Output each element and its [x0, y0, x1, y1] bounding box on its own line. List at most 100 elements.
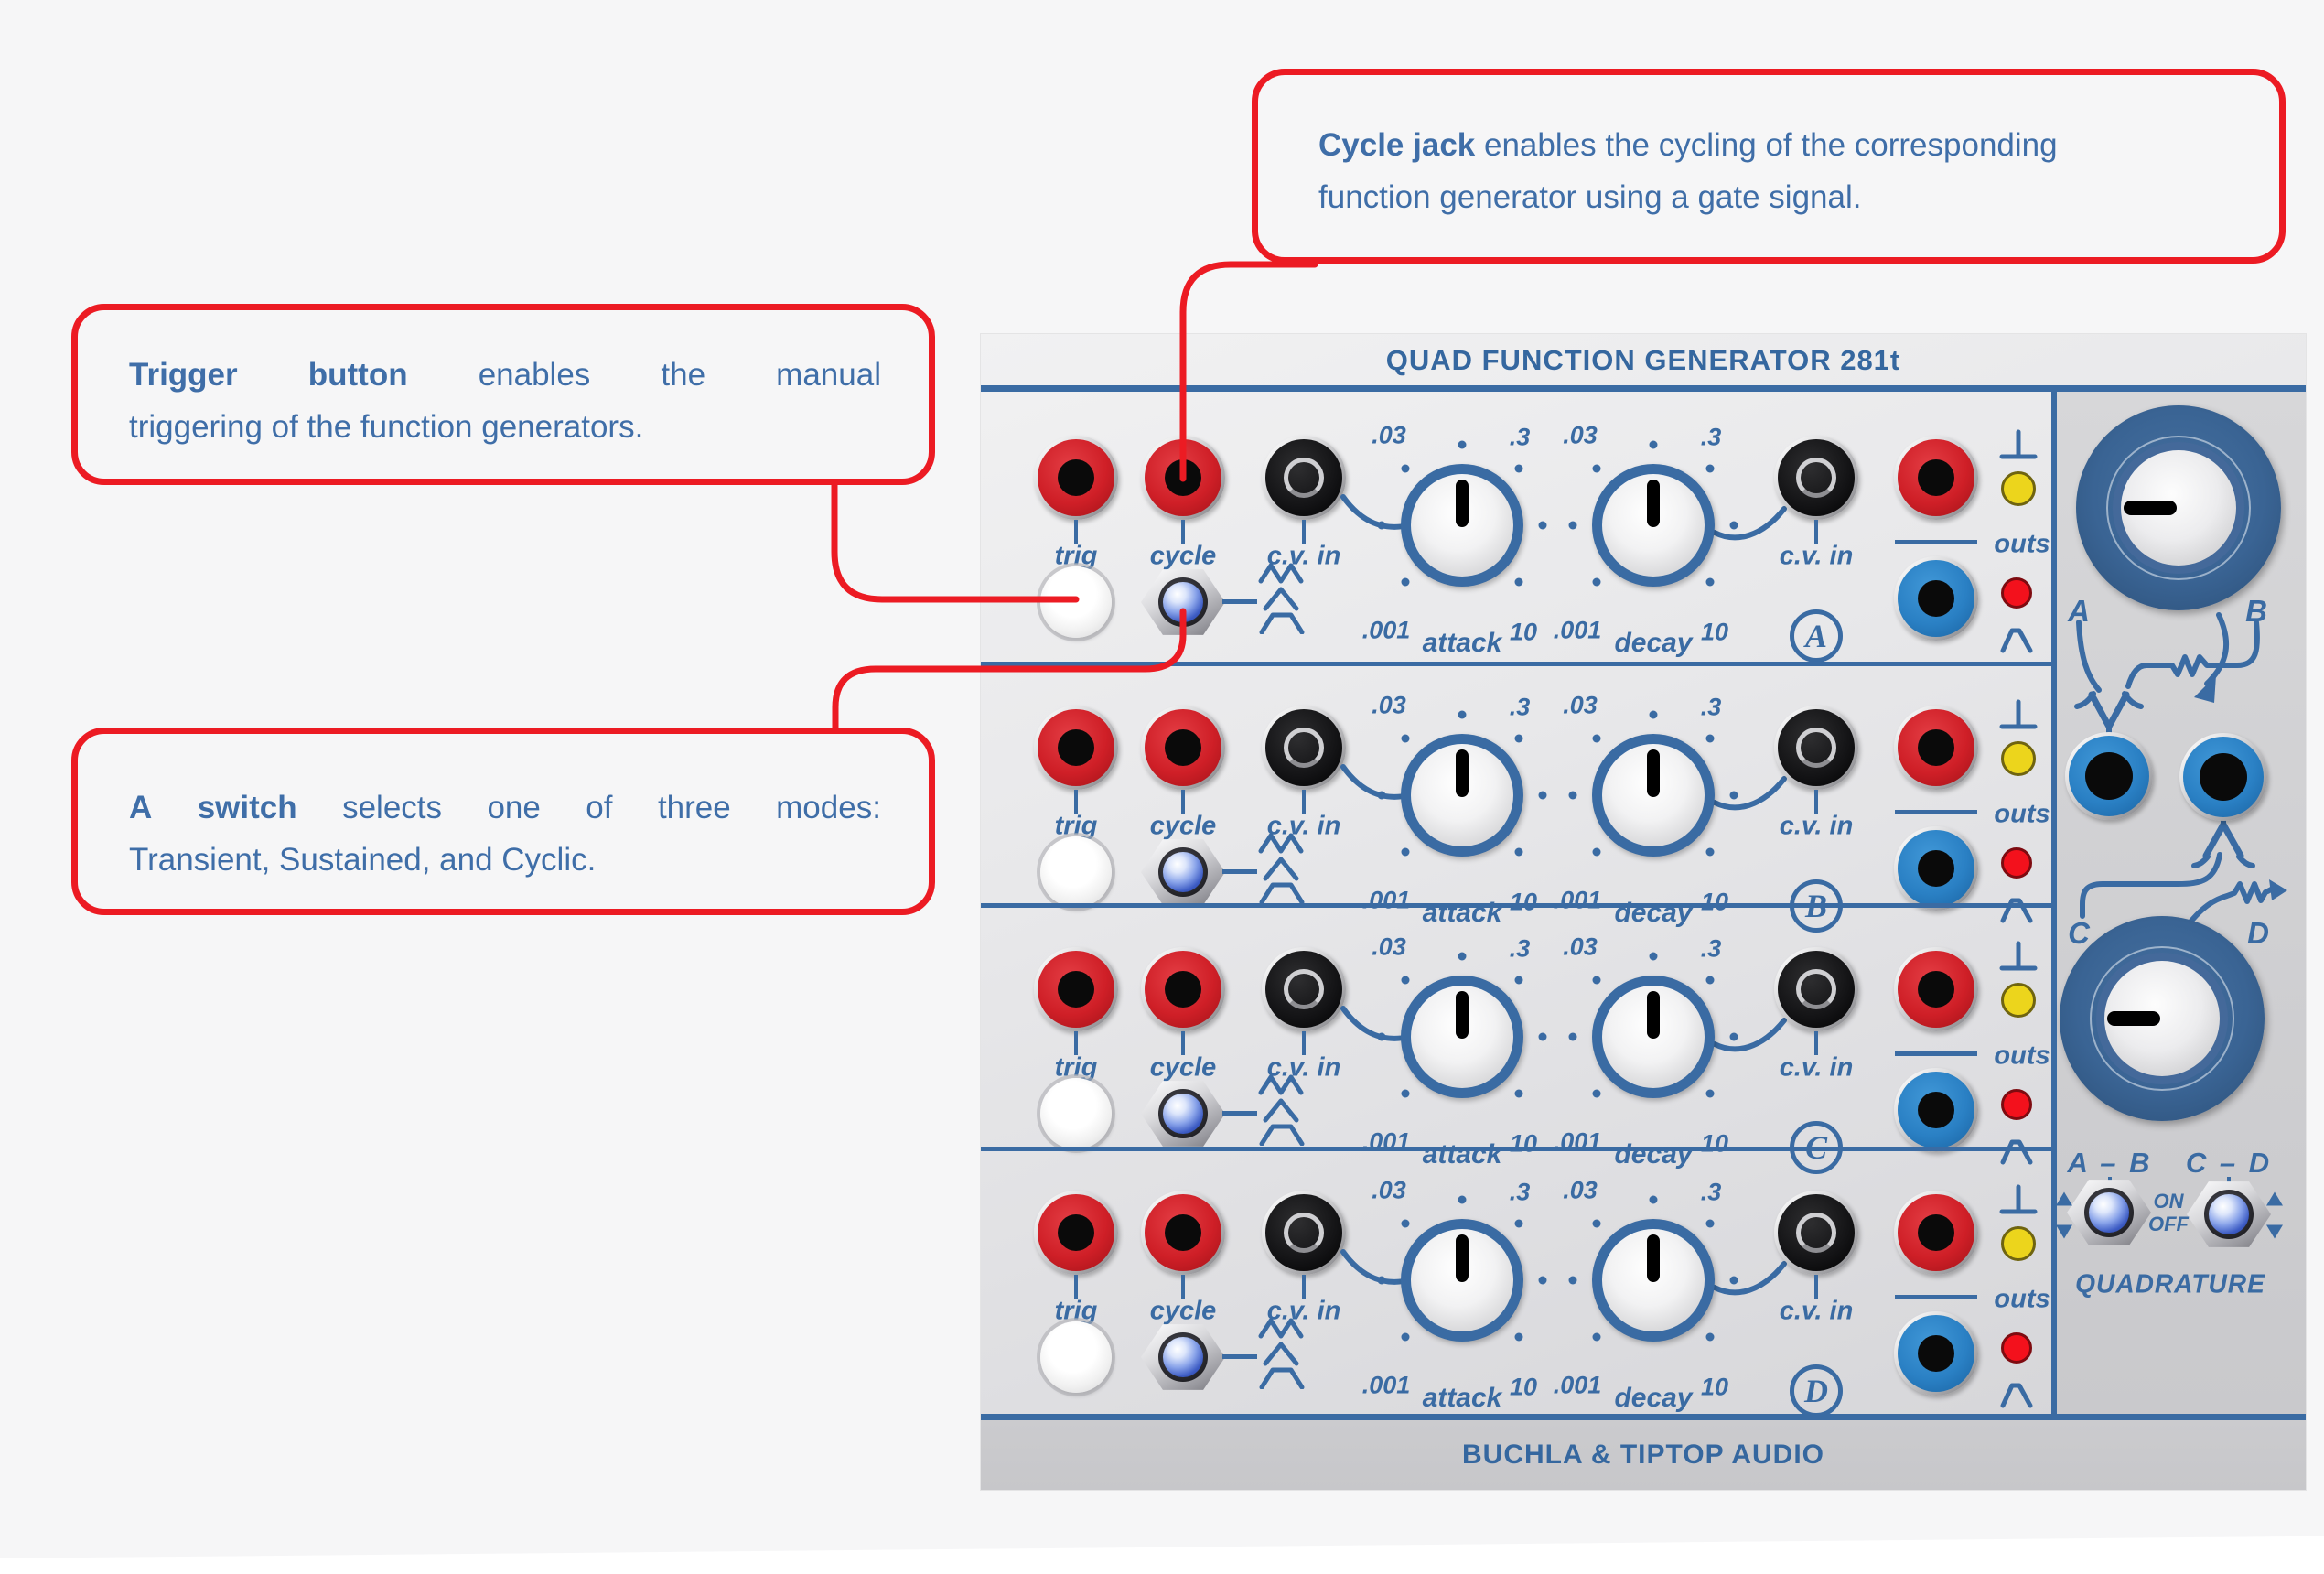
trig-tick	[1074, 1275, 1078, 1299]
cv-in-right-ring	[1796, 728, 1836, 768]
trig-tick	[1074, 790, 1078, 814]
pulse-out-jack[interactable]	[1894, 436, 1978, 520]
outs-label: outs	[1994, 1040, 2050, 1071]
pulse-led	[2001, 471, 2036, 506]
cv-in-left-tick	[1302, 1031, 1306, 1055]
scale-dot	[1401, 1219, 1410, 1228]
scale-dot	[1705, 577, 1715, 587]
attack-knob[interactable]	[1401, 1219, 1523, 1342]
trigger-button[interactable]	[1040, 1321, 1112, 1393]
switch-link-line	[1222, 1111, 1257, 1116]
trig-jack[interactable]	[1034, 947, 1118, 1031]
scale-label: .001	[1553, 1371, 1602, 1399]
pulse-out-jack[interactable]	[1894, 947, 1978, 1031]
scale-dot	[1458, 952, 1467, 961]
scale-dot	[1538, 1032, 1547, 1041]
quad-out-cd-hole	[2200, 753, 2247, 801]
cv-in-left-jack[interactable]	[1262, 436, 1346, 520]
mix-arrow-down-icon	[2088, 691, 2130, 730]
scale-label: 10	[1509, 618, 1538, 646]
trig-jack[interactable]	[1034, 706, 1118, 790]
cv-in-right-jack[interactable]	[1774, 706, 1858, 790]
quadrature-knob-cd[interactable]	[2060, 916, 2265, 1121]
footer-rule	[981, 1414, 2306, 1420]
pulse-out-icon	[1999, 1184, 2038, 1214]
trig-tick	[1074, 520, 1078, 544]
cycle-jack[interactable]	[1141, 1191, 1225, 1275]
attack-label: attack	[1422, 1139, 1502, 1170]
scale-dot	[1705, 1332, 1715, 1342]
mode-switch[interactable]	[1141, 839, 1225, 905]
quad-out-jack-cd[interactable]	[2179, 733, 2267, 821]
channel-letter: D	[1790, 1364, 1843, 1418]
cycle-label: cycle	[1149, 1052, 1217, 1083]
quad-label-b: B	[2245, 594, 2267, 628]
envelope-out-jack[interactable]	[1894, 826, 1978, 911]
cv-in-left-tick	[1302, 520, 1306, 544]
cv-in-left-ring	[1284, 969, 1324, 1009]
up-arrow-icon	[2056, 1191, 2072, 1206]
mode-switch[interactable]	[1141, 1081, 1225, 1147]
sustained-wave-icon	[1259, 612, 1305, 634]
cycle-jack[interactable]	[1141, 436, 1225, 520]
pulse-out-jack[interactable]	[1894, 1191, 1978, 1275]
trig-label: trig	[1054, 1296, 1098, 1326]
scale-dot	[1649, 440, 1658, 449]
scale-label: 10	[1509, 888, 1538, 916]
scale-dot	[1514, 734, 1523, 743]
quad-out-jack-ab[interactable]	[2065, 732, 2153, 820]
trigger-button[interactable]	[1040, 1078, 1112, 1149]
scale-label: 10	[1509, 1129, 1538, 1158]
decay-knob[interactable]	[1592, 734, 1715, 857]
quadrature-knob-ab[interactable]	[2076, 405, 2281, 610]
cv-in-right-jack[interactable]	[1774, 1191, 1858, 1275]
scale-dot	[1705, 734, 1715, 743]
cv-in-left-jack[interactable]	[1262, 947, 1346, 1031]
scale-label: 10	[1509, 1373, 1538, 1401]
cv-in-left-jack[interactable]	[1262, 706, 1346, 790]
scale-dot	[1592, 577, 1601, 587]
scale-dot	[1592, 734, 1601, 743]
function-generator-row: trig cycle c.v. in c.v. in	[981, 662, 2054, 933]
cv-in-right-tick	[1814, 520, 1818, 544]
envelope-out-hole	[1918, 1092, 1954, 1128]
cv-in-right-jack[interactable]	[1774, 436, 1858, 520]
attack-label: attack	[1422, 1383, 1502, 1413]
scale-dot	[1401, 734, 1410, 743]
decay-knob-pointer	[1647, 991, 1660, 1039]
trig-jack[interactable]	[1034, 1191, 1118, 1275]
attack-knob[interactable]	[1401, 976, 1523, 1098]
decay-knob[interactable]	[1592, 976, 1715, 1098]
cv-in-right-jack[interactable]	[1774, 947, 1858, 1031]
attack-knob[interactable]	[1401, 464, 1523, 587]
trigger-button[interactable]	[1040, 836, 1112, 908]
decay-label: decay	[1614, 1139, 1693, 1170]
cycle-jack[interactable]	[1141, 947, 1225, 1031]
envelope-out-jack[interactable]	[1894, 1068, 1978, 1152]
envelope-out-jack[interactable]	[1894, 556, 1978, 641]
pulse-out-jack[interactable]	[1894, 706, 1978, 790]
cycle-tick	[1181, 1031, 1185, 1055]
scale-label: .3	[1509, 1178, 1531, 1206]
scale-dot	[1401, 1332, 1410, 1342]
cycle-jack[interactable]	[1141, 706, 1225, 790]
decay-label: decay	[1614, 898, 1693, 928]
decay-knob-pointer	[1647, 749, 1660, 797]
trigger-button[interactable]	[1040, 566, 1112, 638]
trig-jack[interactable]	[1034, 436, 1118, 520]
envelope-out-jack[interactable]	[1894, 1311, 1978, 1396]
cv-in-left-tick	[1302, 1275, 1306, 1299]
mode-switch[interactable]	[1141, 569, 1225, 635]
attack-knob[interactable]	[1401, 734, 1523, 857]
scale-dot	[1401, 847, 1410, 857]
brand-label: BUCHLA & TIPTOP AUDIO	[1461, 1439, 1824, 1470]
channel-letter: A	[1790, 609, 1843, 663]
cv-in-left-tick	[1302, 790, 1306, 814]
scale-dot	[1592, 847, 1601, 857]
cv-in-left-jack[interactable]	[1262, 1191, 1346, 1275]
mode-switch[interactable]	[1141, 1324, 1225, 1390]
decay-knob[interactable]	[1592, 464, 1715, 587]
mode-icons	[1258, 1318, 1305, 1389]
scale-label: .3	[1509, 693, 1531, 721]
decay-knob[interactable]	[1592, 1219, 1715, 1342]
